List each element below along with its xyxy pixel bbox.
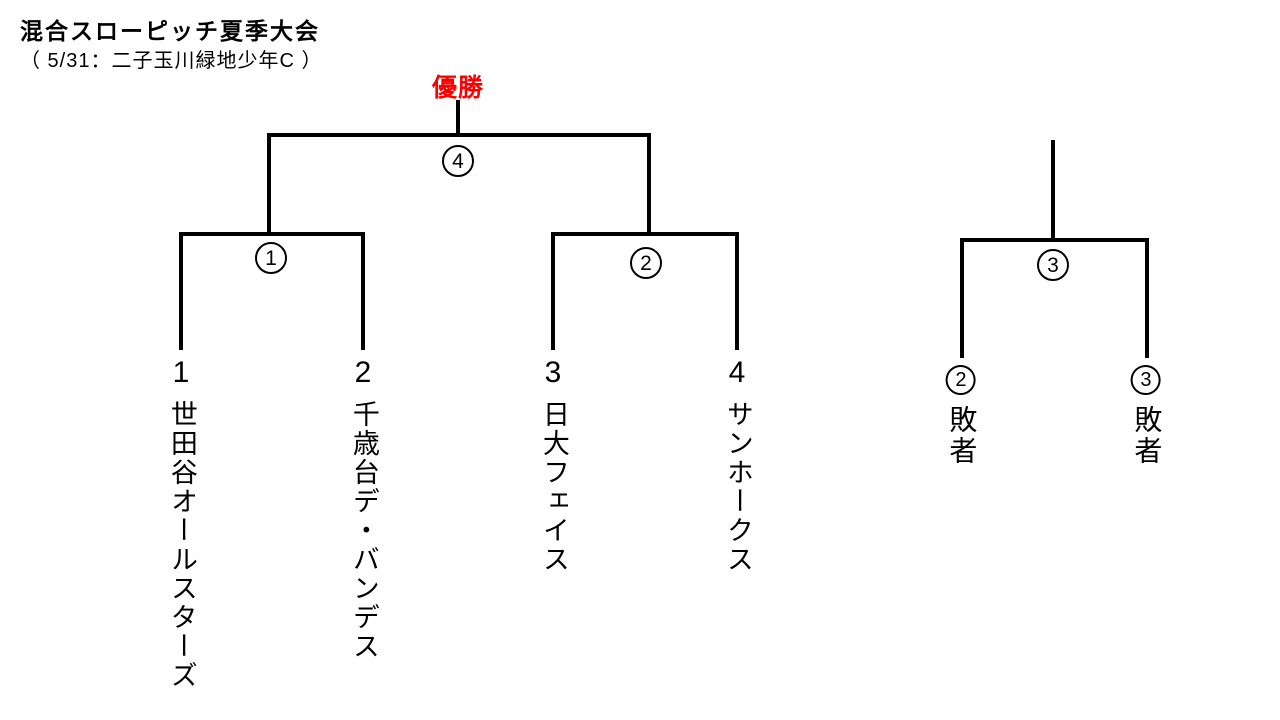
team-name-1: 世田谷オールスターズ (166, 400, 197, 690)
semifinal-right-team4-line (735, 232, 739, 350)
team-seed-3: 3 (544, 356, 562, 389)
game-number-final: 4 (452, 149, 464, 173)
game-number-semifinal-right: 2 (640, 251, 652, 275)
consolation-right-game-number: 3 (1140, 369, 1152, 391)
semifinal-right-team3-line (551, 232, 555, 350)
final-winner-connector-line (456, 100, 460, 137)
page-title: 混合スローピッチ夏季大会 (20, 18, 320, 44)
consolation-left-label: 敗者 (946, 405, 978, 467)
game-badge-consolation: 3 (1037, 249, 1069, 281)
final-left-vertical-line (267, 133, 271, 236)
game-badge-final: 4 (442, 145, 474, 177)
final-horizontal-line (267, 133, 651, 137)
consolation-left-game-number: 2 (955, 369, 967, 391)
champion-label: 優勝 (431, 74, 485, 102)
game-badge-semifinal-right: 2 (630, 247, 662, 279)
consolation-left-vertical-line (960, 238, 964, 358)
team-name-2: 千歳台デ・バンデス (348, 400, 379, 661)
consolation-right-label: 敗者 (1131, 405, 1163, 467)
team-seed-2: 2 (354, 356, 372, 389)
final-right-vertical-line (647, 133, 651, 236)
team-seed-1: 1 (172, 356, 190, 389)
game-badge-semifinal-left: 1 (255, 242, 287, 274)
consolation-right-vertical-line (1145, 238, 1149, 358)
team-slot-4: 4 サンホークス (722, 356, 753, 575)
consolation-slot-right: 3 敗者 (1130, 365, 1163, 467)
team-slot-3: 3 日大フェイス (538, 356, 569, 575)
semifinal-right-horizontal-line (551, 232, 739, 236)
team-name-3: 日大フェイス (538, 400, 569, 574)
game-number-semifinal-left: 1 (265, 246, 277, 270)
team-seed-4: 4 (728, 356, 746, 389)
game-number-consolation: 3 (1047, 253, 1059, 277)
semifinal-left-horizontal-line (179, 232, 365, 236)
team-slot-2: 2 千歳台デ・バンデス (348, 356, 379, 662)
semifinal-left-team2-line (361, 232, 365, 350)
page-subtitle: （ 5/31：二子玉川緑地少年C ） (20, 50, 323, 72)
consolation-horizontal-line (960, 238, 1149, 242)
team-slot-1: 1 世田谷オールスターズ (166, 356, 197, 691)
consolation-top-connector-line (1051, 140, 1055, 242)
team-name-4: サンホークス (722, 400, 753, 574)
semifinal-left-team1-line (179, 232, 183, 350)
consolation-right-game-badge: 3 (1130, 365, 1161, 395)
consolation-slot-left: 2 敗者 (945, 365, 978, 467)
consolation-left-game-badge: 2 (945, 365, 976, 395)
